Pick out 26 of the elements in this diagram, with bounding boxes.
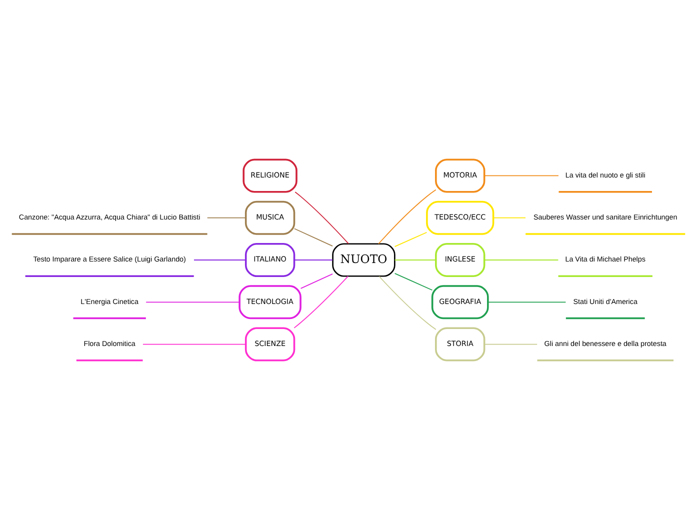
connector xyxy=(206,217,246,218)
node-box: STORIA xyxy=(435,327,486,362)
connector xyxy=(300,273,333,289)
node-box: RELIGIONE xyxy=(242,158,298,193)
connector xyxy=(484,175,559,176)
node-box: SCIENZE xyxy=(244,327,296,362)
connector xyxy=(142,344,246,345)
connector xyxy=(394,232,428,247)
connector xyxy=(294,276,349,328)
node-box: INGLESE xyxy=(435,242,486,278)
node-box: ITALIANO xyxy=(244,242,296,278)
node-box: MOTORIA xyxy=(435,158,486,193)
connector xyxy=(294,192,349,244)
connector xyxy=(378,189,436,244)
connector xyxy=(394,273,433,291)
connector xyxy=(488,302,566,303)
node-box: GEOGRAFIA xyxy=(431,285,489,320)
connector xyxy=(378,276,436,330)
node-box: TEDESCO/ECC xyxy=(426,200,494,235)
node-box: MUSICA xyxy=(244,200,296,235)
node-box: TECNOLOGIA xyxy=(238,285,302,320)
connector xyxy=(294,228,333,247)
connector xyxy=(484,344,538,345)
connector xyxy=(493,217,526,218)
node-box: NUOTO xyxy=(332,243,396,277)
connector xyxy=(146,302,240,303)
